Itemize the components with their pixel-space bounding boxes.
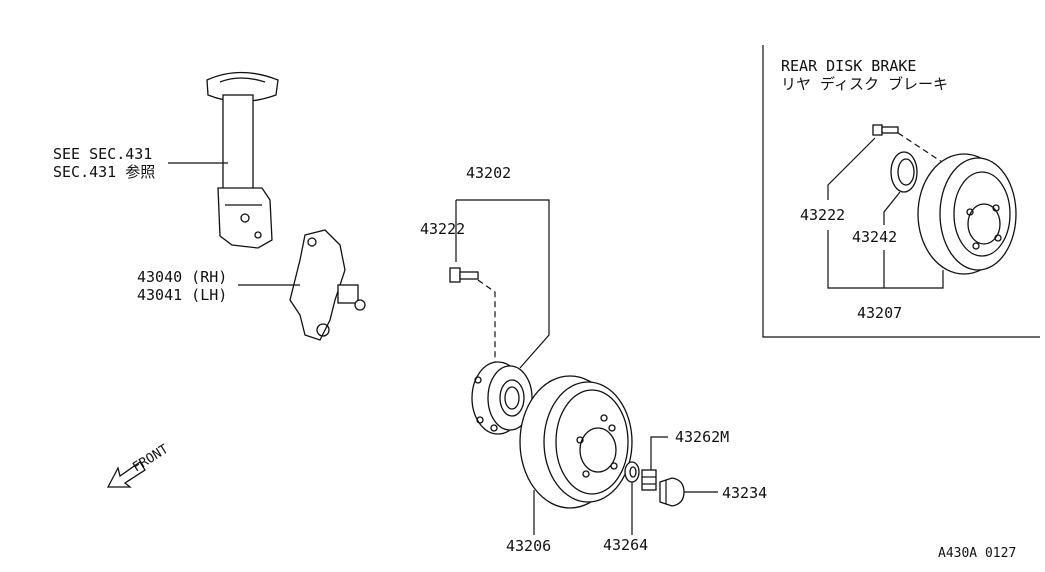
inset-title-jp: リヤ ディスク ブレーキ [781, 75, 948, 93]
inset-seal [890, 151, 918, 193]
front-label: FRONT [130, 442, 171, 476]
hub-bolt-dashed-path [477, 279, 496, 365]
drum-label: 43206 [506, 537, 551, 555]
knuckle-lh-label: 43041 (LH) [137, 286, 227, 304]
strut-note-line1: SEE SEC.431 [53, 145, 152, 163]
nut-label: 43262M [675, 428, 729, 446]
strut-note-line2: SEC.431 参照 [53, 163, 155, 181]
hub-assembly-label: 43202 [466, 164, 511, 182]
nut-leader [650, 436, 668, 470]
diagram-code: A430A 0127 [938, 546, 1016, 561]
inset-bolt [872, 124, 899, 136]
wheel-hub [471, 361, 533, 435]
inset-seal-leader [883, 191, 901, 225]
inset-seal-label: 43242 [852, 228, 897, 246]
inset-bolt-leader [827, 137, 876, 200]
inset-bolt-label: 43222 [800, 206, 845, 224]
hub-nut [641, 469, 657, 491]
hub-bolt-label: 43222 [420, 220, 465, 238]
hub-bolt [449, 267, 479, 283]
strut-assembly [206, 71, 279, 249]
inset-bolt-dashed-path [897, 132, 943, 163]
hub-assembly-leader [456, 199, 550, 369]
cap-label: 43234 [722, 484, 767, 502]
knuckle-rh-label: 43040 (RH) [137, 268, 227, 286]
inset-disc-label: 43207 [857, 304, 902, 322]
inset-title-en: REAR DISK BRAKE [781, 57, 916, 75]
inset-frame [762, 45, 1040, 338]
inset-disc-bracket [827, 230, 944, 289]
washer [624, 461, 640, 483]
grease-cap [659, 477, 685, 507]
steering-knuckle [289, 229, 366, 341]
washer-label: 43264 [603, 536, 648, 554]
front-arrow-icon [106, 461, 146, 488]
brake-disc [917, 153, 1017, 275]
brake-drum [519, 375, 633, 509]
